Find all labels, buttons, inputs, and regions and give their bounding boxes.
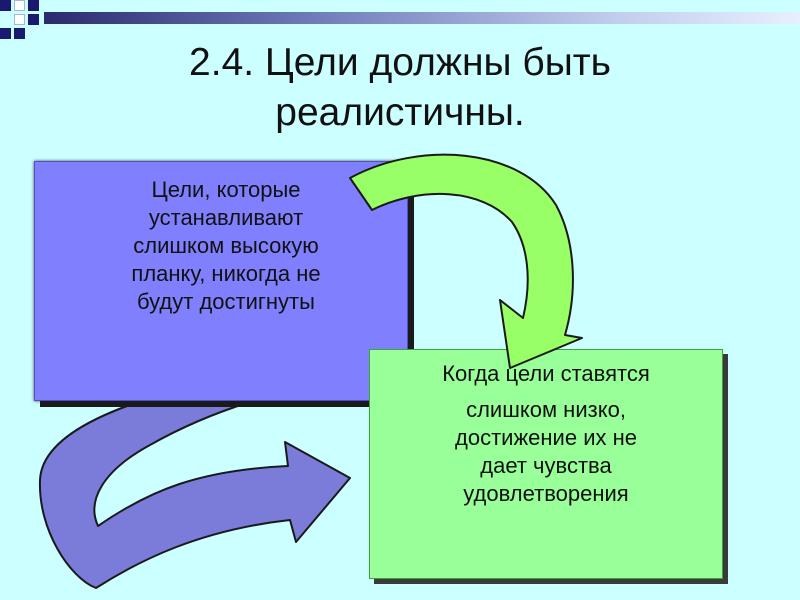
low-goals-line: дает чувства bbox=[480, 453, 612, 478]
curved-arrow-purple-icon bbox=[38, 380, 351, 589]
corner-squares-icon bbox=[0, 0, 70, 50]
corner-square bbox=[0, 28, 11, 39]
high-goals-line: планку, никогда не bbox=[131, 261, 321, 286]
corner-square bbox=[28, 0, 39, 11]
low-goals-line: удовлетворения bbox=[463, 481, 629, 506]
low-goals-line: слишком низко, bbox=[466, 397, 626, 422]
low-goals-line: Когда цели ставятся bbox=[442, 361, 650, 386]
high-goals-line: Цели, которые bbox=[151, 177, 301, 202]
slide-title: 2.4. Цели должны быть реалистичны. bbox=[100, 38, 700, 138]
slide-title-line-2: реалистичны. bbox=[275, 91, 525, 134]
curved-arrow-green-icon bbox=[349, 153, 583, 369]
low-goals-line: достижение их не bbox=[455, 425, 637, 450]
low-goals-box: Когда цели ставятся слишком низко, дости… bbox=[369, 349, 723, 579]
high-goals-line: устанавливают bbox=[148, 205, 304, 230]
high-goals-line: будут достигнуты bbox=[137, 289, 315, 314]
high-goals-line: слишком высокую bbox=[133, 233, 319, 258]
corner-square bbox=[0, 0, 11, 11]
slide-title-line-1: 2.4. Цели должны быть bbox=[189, 41, 611, 84]
corner-square bbox=[28, 14, 39, 25]
corner-square bbox=[14, 28, 25, 39]
corner-square bbox=[14, 14, 25, 25]
corner-square bbox=[14, 0, 25, 11]
high-goals-box: Цели, которые устанавливают слишком высо… bbox=[34, 161, 408, 401]
header-gradient-bar bbox=[44, 12, 800, 24]
